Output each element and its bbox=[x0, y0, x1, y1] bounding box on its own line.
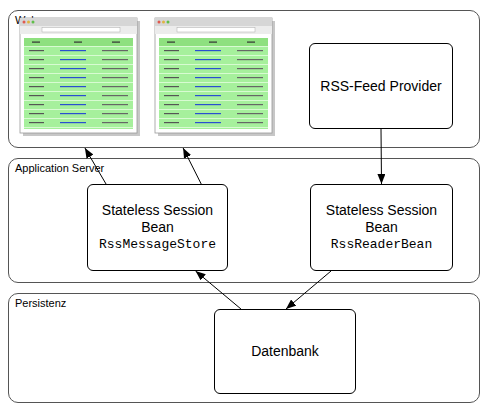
flow-arrow bbox=[183, 148, 201, 184]
flow-arrow bbox=[196, 271, 241, 309]
flow-arrow bbox=[286, 271, 331, 309]
component-box: Stateless Session BeanRssReaderBean bbox=[310, 184, 453, 271]
component-box: RSS-Feed Provider bbox=[309, 43, 453, 129]
tier-band: WebRSS-Feed Provider bbox=[8, 10, 480, 148]
component-label: RSS-Feed Provider bbox=[320, 78, 441, 95]
browser-window bbox=[20, 18, 140, 136]
tier-band: PersistenzDatenbank bbox=[8, 293, 480, 403]
flow-arrow bbox=[85, 148, 106, 184]
band-label: Persistenz bbox=[15, 297, 66, 310]
band-label: Web bbox=[15, 14, 37, 27]
band-label: Application Server bbox=[15, 162, 104, 175]
component-box: Stateless Session BeanRssMessageStore bbox=[87, 184, 228, 271]
component-label: Stateless Session Bean bbox=[315, 202, 448, 236]
browser-window bbox=[155, 18, 275, 136]
flow-arrow bbox=[381, 129, 383, 184]
component-label: Datenbank bbox=[251, 343, 319, 360]
component-label: Stateless Session Bean bbox=[92, 202, 223, 236]
component-box: Datenbank bbox=[214, 309, 356, 394]
class-name: RssReaderBean bbox=[331, 236, 432, 253]
class-name: RssMessageStore bbox=[99, 236, 216, 253]
tier-band: Application ServerStateless Session Bean… bbox=[8, 158, 480, 283]
